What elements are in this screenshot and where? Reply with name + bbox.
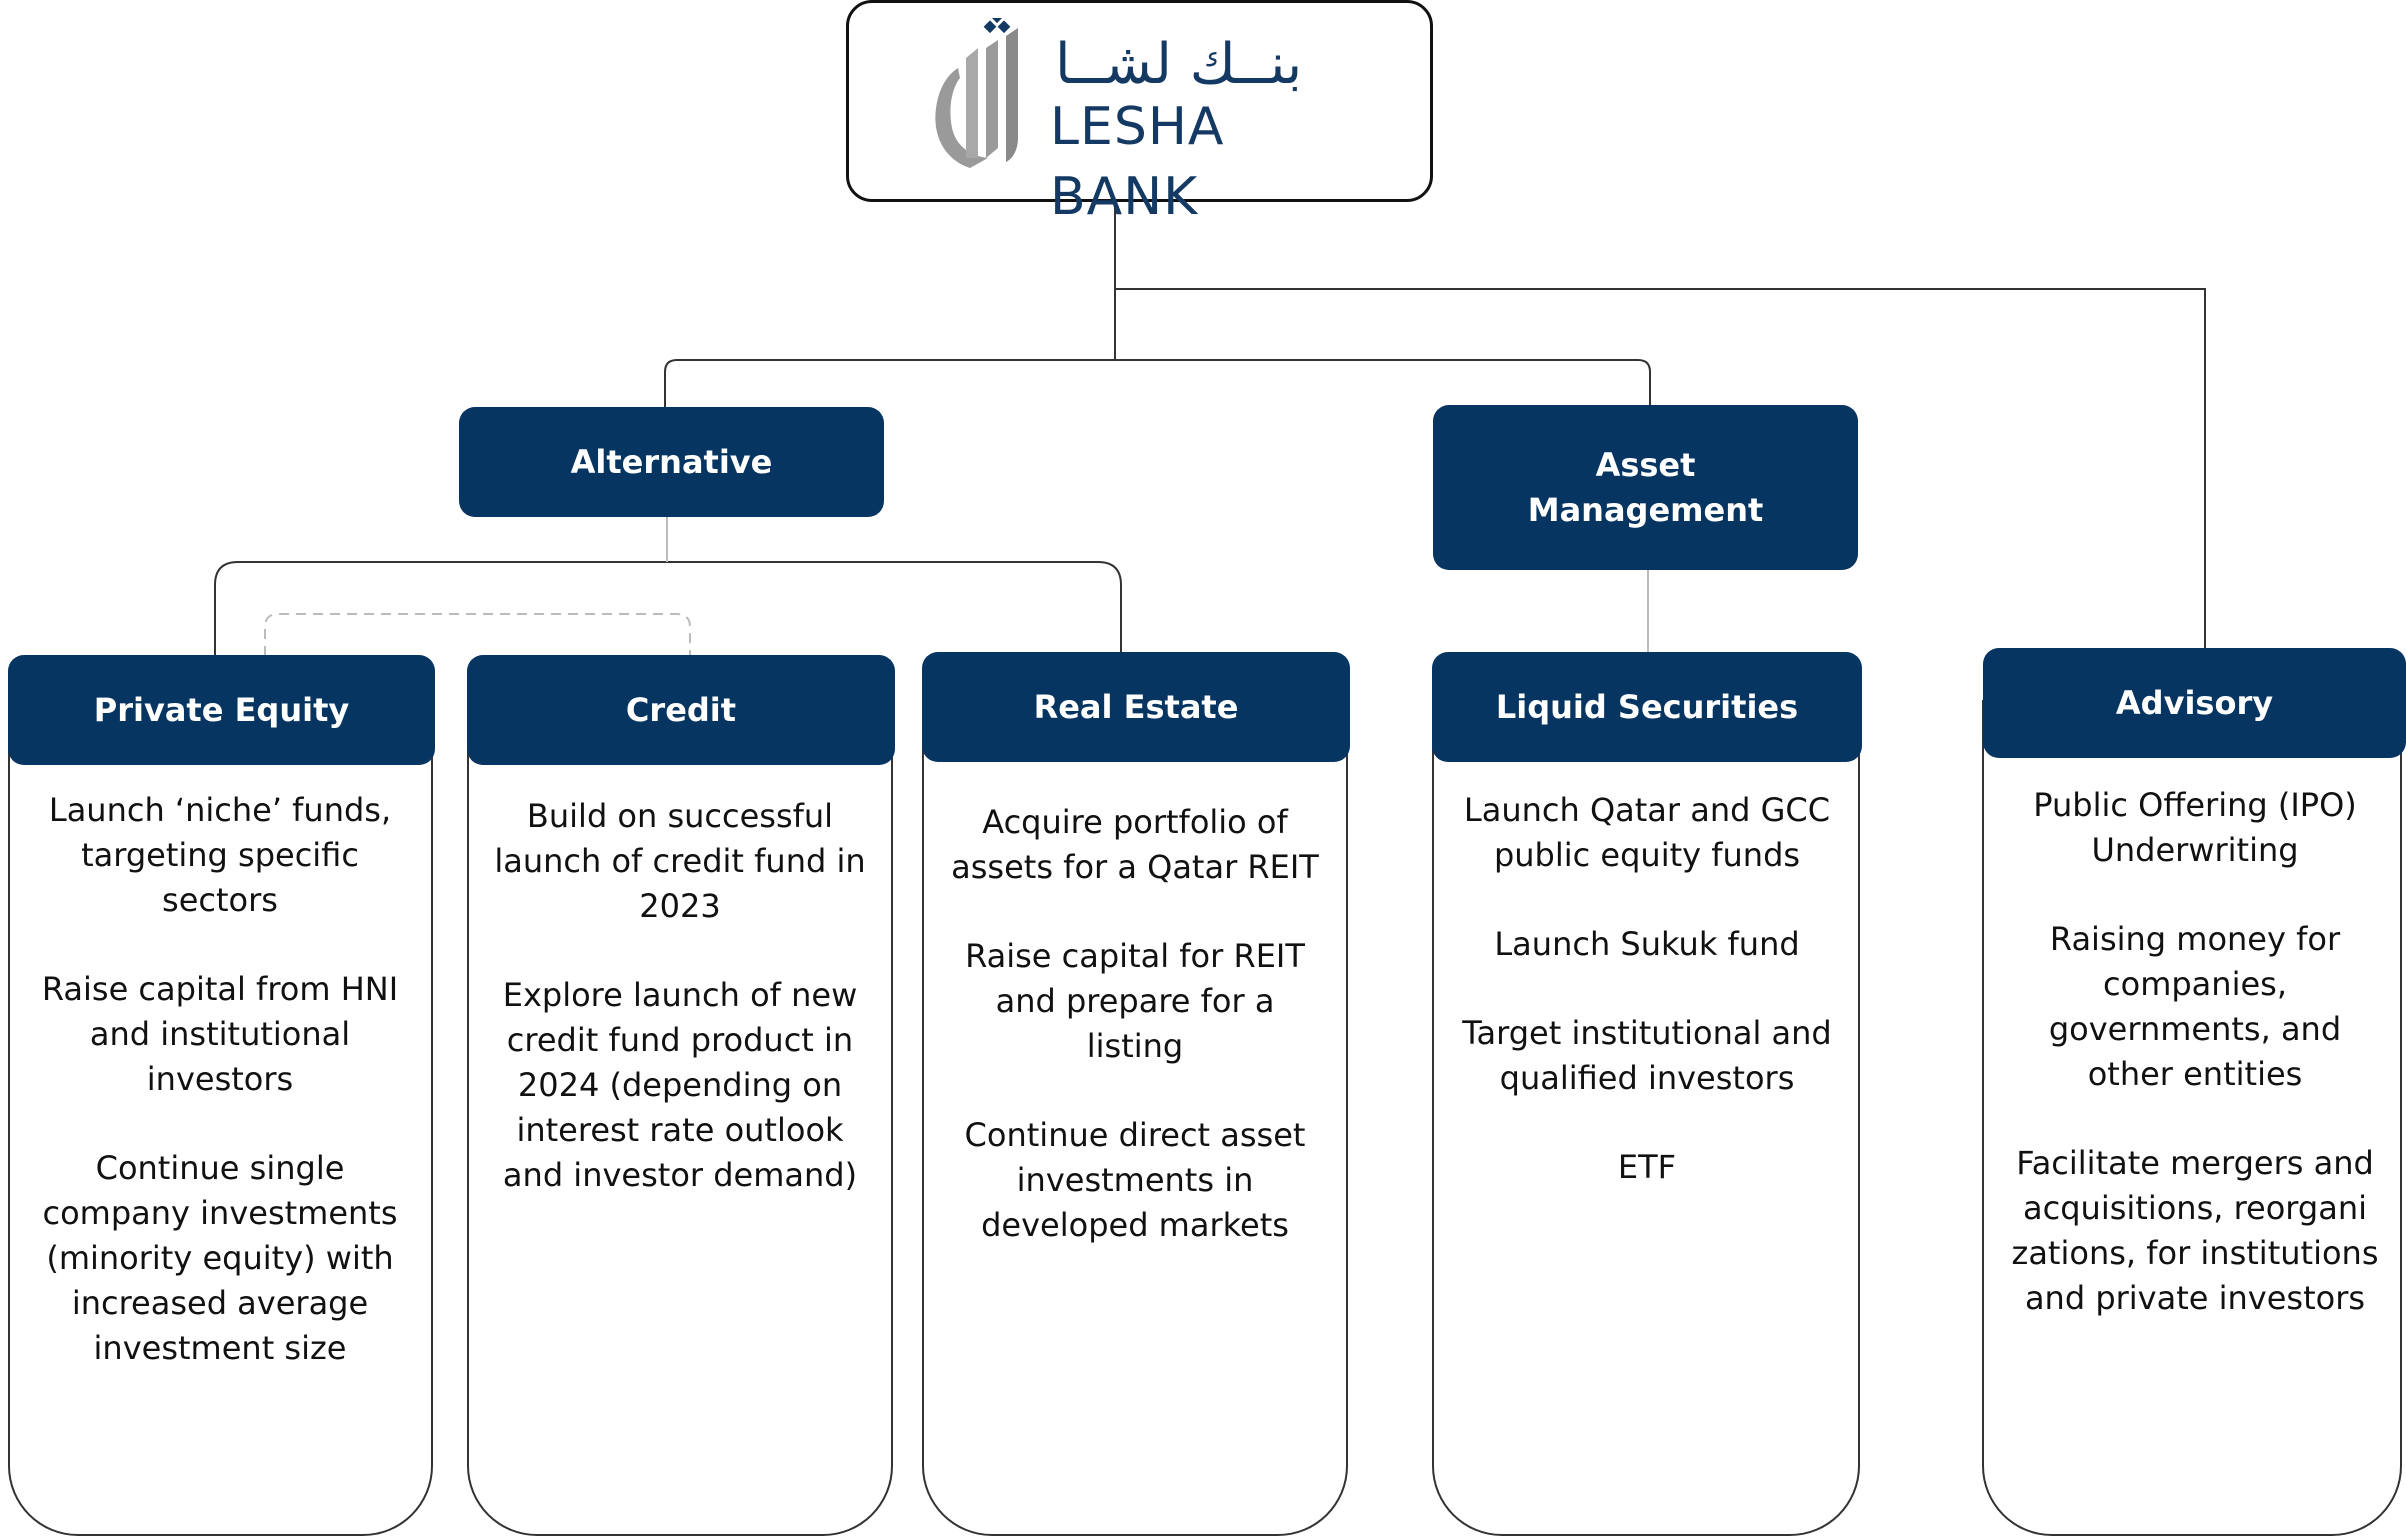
logo-arabic-name: بنــك لشــا	[1055, 32, 1303, 97]
list-item: Launch ‘niche’ funds, targeting specific…	[48, 791, 392, 919]
column-text-real-estate: Acquire portfolio of assets for a Qatar …	[945, 800, 1325, 1292]
column-title-private-equity: Private Equity	[93, 691, 350, 729]
list-item: Explore launch of new credit fund produc…	[502, 976, 858, 1194]
list-item: Launch Qatar and GCC public equity funds	[1463, 791, 1831, 874]
group-header-alternative: Alternative	[459, 407, 884, 517]
column-title-real-estate: Real Estate	[1033, 688, 1239, 726]
list-item: Continue direct asset investments in dev…	[964, 1116, 1306, 1244]
group-label-asset-management-1: Asset	[1595, 445, 1696, 484]
column-header-liquid-securities: Liquid Securities	[1432, 652, 1862, 762]
column-text-credit: Build on successful launch of credit fun…	[490, 794, 870, 1242]
column-text-liquid-securities: Launch Qatar and GCC public equity funds…	[1455, 788, 1839, 1234]
list-item: Raising money for companies, governments…	[2048, 920, 2342, 1093]
connector-advisory	[1115, 288, 2206, 650]
logo-card	[846, 0, 1433, 202]
logo-latin-name: LESHA BANK	[1050, 97, 1225, 227]
column-title-advisory: Advisory	[2115, 684, 2274, 722]
connector-alt-bracket	[214, 561, 1122, 655]
column-body-liquid-securities	[1432, 700, 1860, 1536]
list-item: Raise capital for REIT and prepare for a…	[965, 937, 1305, 1065]
column-body-credit	[467, 700, 893, 1536]
column-header-credit: Credit	[467, 655, 895, 765]
list-item: Target institutional and qualified inves…	[1462, 1014, 1832, 1097]
group-label-alternative: Alternative	[570, 442, 773, 481]
list-item: Launch Sukuk fund	[1494, 925, 1800, 963]
lesha-bank-logo-mark-icon	[935, 18, 1018, 168]
list-item: ETF	[1617, 1148, 1677, 1186]
list-item: Acquire portfolio of assets for a Qatar …	[951, 803, 1319, 886]
group-header-asset-management: Asset Management	[1433, 405, 1858, 570]
column-body-private-equity	[8, 700, 433, 1536]
list-item: Facilitate mergers and acquisitions, reo…	[2011, 1144, 2379, 1317]
column-text-private-equity: Launch ‘niche’ funds, targeting specific…	[30, 788, 410, 1415]
column-text-advisory: Public Offering (IPO) Underwriting Raisi…	[2005, 783, 2385, 1365]
list-item: Raise capital from HNI and institutional…	[41, 970, 399, 1098]
column-title-liquid-securities: Liquid Securities	[1495, 688, 1799, 726]
column-body-real-estate	[922, 700, 1348, 1536]
column-header-advisory: Advisory	[1983, 648, 2406, 758]
group-label-asset-management-2: Management	[1527, 490, 1764, 529]
connector-dashed-pe-credit	[264, 613, 691, 656]
column-header-private-equity: Private Equity	[8, 655, 435, 765]
column-title-credit: Credit	[625, 691, 737, 729]
list-item: Build on successful launch of credit fun…	[494, 797, 866, 925]
column-body-advisory	[1982, 700, 2402, 1536]
list-item: Public Offering (IPO) Underwriting	[2033, 786, 2357, 869]
connector-top-bracket	[664, 359, 1651, 407]
list-item: Continue single company investments (min…	[42, 1149, 398, 1367]
column-header-real-estate: Real Estate	[922, 652, 1350, 762]
